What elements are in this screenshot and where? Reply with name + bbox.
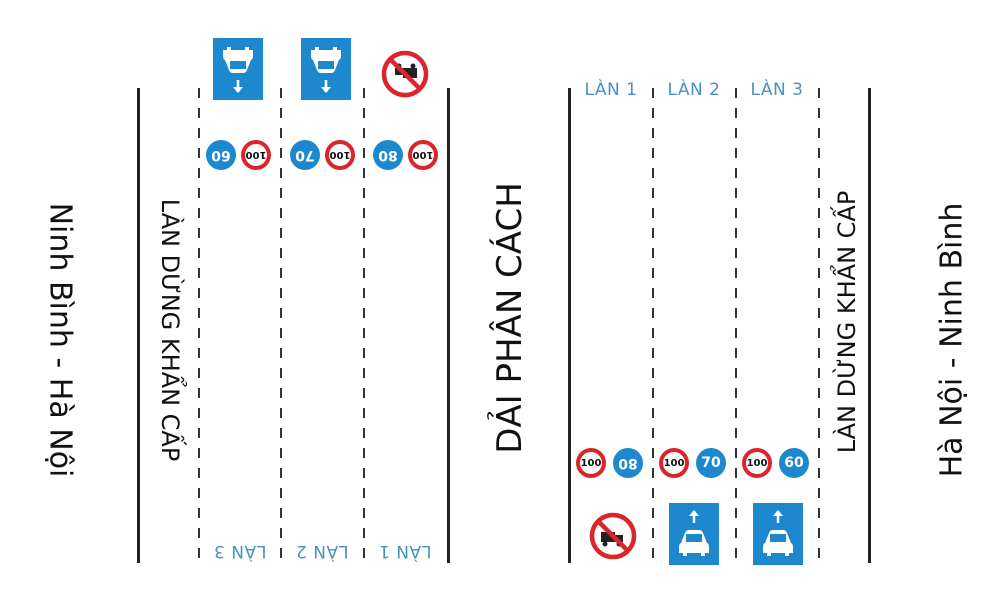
- car-lane-icon: [223, 47, 253, 93]
- right-lane-divider-1: [652, 88, 654, 563]
- left-lane-divider-1: [198, 88, 200, 563]
- left-lane-3-car-lane-board: [213, 38, 263, 100]
- right-lane-divider-2: [735, 88, 737, 563]
- right-lane-3-car-lane-board: [753, 503, 803, 565]
- left-lane-divider-3: [363, 88, 365, 563]
- left-lane-3-label: LÀN 3: [213, 541, 267, 561]
- right-outer-edge-line: [868, 88, 871, 563]
- left-lane-1-max-speed-sign: 80: [373, 140, 403, 170]
- emergency-lane-label-right: LÀN DỪNG KHẨN CẤP: [833, 190, 861, 454]
- car-lane-icon: [763, 510, 793, 556]
- left-lane-3-min-speed-sign: 100: [241, 140, 271, 170]
- median-label: DẢI PHÂN CÁCH: [490, 182, 530, 454]
- left-lane-2-car-lane-board: [301, 38, 351, 100]
- emergency-lane-label-left: LÀN DỪNG KHẨN CẤP: [156, 198, 184, 462]
- right-lane-1-min-speed-sign: 100: [576, 448, 606, 478]
- left-median-edge-line: [447, 88, 450, 563]
- car-lane-icon: [311, 47, 341, 93]
- left-lane-1-min-speed-sign: 100: [408, 140, 438, 170]
- left-lane-2-label: LÀN 2: [295, 541, 349, 561]
- right-lane-1-max-speed-sign: 80: [613, 448, 643, 478]
- left-lane-2-min-speed-sign: 100: [325, 140, 355, 170]
- left-outer-edge-line: [137, 88, 140, 563]
- left-lane-3-max-speed-sign: 60: [206, 140, 236, 170]
- right-median-edge-line: [568, 88, 571, 563]
- right-lane-divider-3: [818, 88, 820, 563]
- right-lane-2-car-lane-board: [669, 503, 719, 565]
- car-lane-icon: [679, 510, 709, 556]
- right-lane-3-max-speed-sign: 60: [779, 448, 809, 478]
- right-lane-2-label: LÀN 2: [667, 80, 721, 100]
- right-lane-2-min-speed-sign: 100: [659, 448, 689, 478]
- left-lane-2-max-speed-sign: 70: [290, 140, 320, 170]
- left-lane-1-label: LÀN 1: [378, 541, 432, 561]
- left-lane-1-no-truck-sign: [381, 50, 429, 98]
- right-lane-1-label: LÀN 1: [584, 80, 638, 100]
- right-lane-3-min-speed-sign: 100: [742, 448, 772, 478]
- direction-label-right: Hà Nội - Ninh Bình: [934, 202, 970, 478]
- left-lane-divider-2: [280, 88, 282, 563]
- direction-label-left: Ninh Bình - Hà Nội: [42, 202, 78, 478]
- right-lane-3-label: LÀN 3: [750, 80, 804, 100]
- right-lane-2-max-speed-sign: 70: [696, 448, 726, 478]
- right-lane-1-no-truck-sign: [589, 512, 637, 560]
